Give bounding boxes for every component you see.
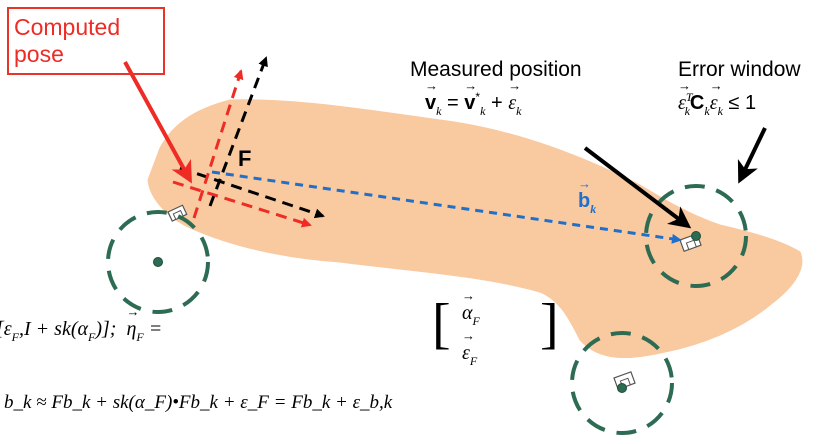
bone-shape: [147, 99, 803, 359]
ew-sub-3: k: [717, 104, 723, 118]
pose-prefix-sub: F: [11, 330, 20, 344]
b-vector-sub: k: [590, 202, 597, 216]
error-window-bottom: [570, 331, 674, 435]
eq-v-star-sub: k: [480, 104, 486, 118]
ew-sup: T: [685, 90, 693, 104]
error-window-arrow: [737, 127, 767, 184]
b-vector-arrow: [211, 170, 682, 244]
measured-position-arrow: [583, 146, 692, 229]
b-vector-label: bk: [578, 176, 597, 216]
point-right: [691, 231, 701, 241]
matrix-bottom: εF: [462, 328, 478, 368]
matrix-bracket-left: [: [432, 293, 451, 355]
eq-v-star-sup: *: [475, 90, 481, 104]
pose-equation: [εF,I + sk(αF)]; ηF =: [0, 304, 162, 344]
error-window-equation: εTkCkεk ≤ 1: [678, 78, 757, 118]
computed-pose-arrow: [123, 61, 192, 184]
point-bottom: [617, 383, 627, 393]
eq-epsilon: ε: [508, 78, 516, 115]
eq-v-star: v: [464, 78, 475, 115]
eq-plus: +: [490, 92, 503, 114]
computed-frame-axis-x: [172, 180, 312, 228]
ew-eps-2: ε: [710, 78, 718, 115]
callout-line-2: pose: [14, 41, 64, 67]
ew-le: ≤ 1: [728, 92, 757, 114]
eta-sub: F: [136, 330, 144, 344]
ew-eps-1: ε: [678, 78, 686, 115]
frame-f-axis-x: [179, 166, 325, 219]
point-left: [153, 257, 163, 267]
pose-end: )];: [95, 318, 117, 340]
ew-C: C: [689, 92, 705, 114]
error-window-left: [106, 210, 210, 314]
measured-position-equation: vk = v*k + εk: [425, 78, 522, 118]
eq-v-sub: k: [436, 104, 442, 118]
eq-equals: =: [447, 92, 459, 114]
ew-sub-1: k: [684, 104, 690, 118]
eq-v: v: [425, 78, 436, 115]
eta: η: [126, 304, 136, 341]
pose-mid: ,I + sk(α: [19, 318, 88, 340]
pose-prefix: [ε: [0, 318, 12, 340]
b-vector-symbol: b: [578, 176, 590, 213]
pose-mid-sub: F: [88, 330, 96, 344]
error-window-right: [644, 184, 748, 288]
callout-line-1: Computed: [14, 14, 121, 40]
matrix-alpha: α: [462, 288, 473, 325]
eq-epsilon-sub: k: [516, 104, 522, 118]
matrix-epsilon: ε: [462, 328, 470, 365]
matrix-epsilon-sub: F: [469, 354, 478, 368]
matrix-alpha-sub: F: [472, 314, 480, 328]
frame-f-label: F: [238, 146, 252, 171]
frame-f-axis-y: [208, 56, 268, 207]
computed-pose-callout: [7, 7, 165, 75]
bottom-equation: b_k ≈ Fb_k + sk(α_F)•Fb_k + ε_F = Fb_k +…: [4, 392, 393, 413]
computed-pose-label: Computed pose: [14, 14, 154, 68]
error-window-label: Error window: [678, 58, 801, 81]
matrix-bracket-right: ]: [540, 293, 559, 355]
ew-sub-2: k: [704, 104, 710, 118]
matrix-top: αF: [462, 288, 480, 328]
fiducial-marker-right: [679, 233, 702, 253]
measured-position-label: Measured position: [410, 58, 582, 81]
computed-frame-axis-y: [192, 69, 244, 219]
